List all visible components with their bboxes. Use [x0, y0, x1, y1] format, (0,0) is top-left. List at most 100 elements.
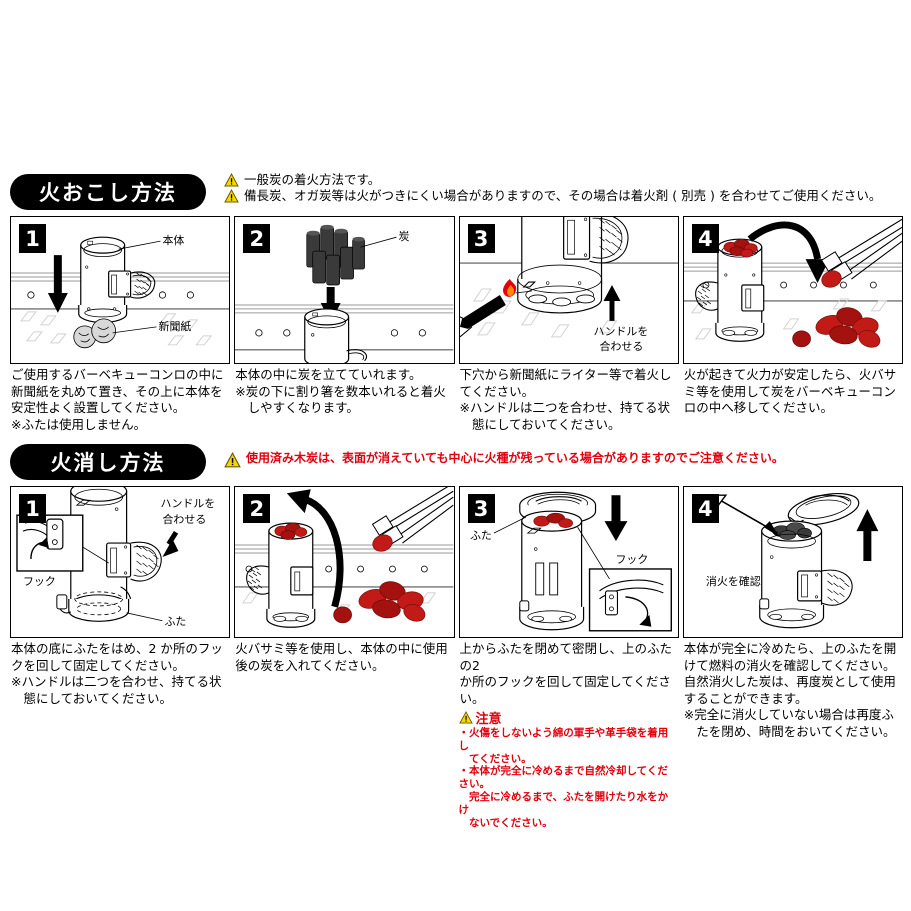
- chimney-on-grill-illustration: 本体 新聞紙: [11, 233, 230, 349]
- section-ignition: 火おこし方法 一般炭の着火方法です。: [10, 172, 901, 214]
- caution-block: 注意 ・火傷をしないよう綿の軍手や革手袋を着用し てください。 ・本体が完全に冷…: [459, 708, 677, 829]
- close-top-lid-illustration: ふた フック: [469, 491, 672, 632]
- step-caption: 本体の底にふたをはめ、2 か所のフッ クを回して固定してください。 ※ハンドルは…: [11, 641, 223, 706]
- note-row: 一般炭の着火方法です。: [224, 172, 901, 188]
- warning-triangle-icon: [458, 711, 473, 724]
- step-card: 3: [458, 486, 679, 829]
- ember-pile: [792, 307, 881, 348]
- label-text: 合わせる: [162, 512, 206, 526]
- step-card: 2: [234, 486, 455, 829]
- ignition-steps-row: 1: [10, 216, 903, 433]
- chimney-body: [518, 510, 584, 631]
- top-lid: [787, 493, 860, 526]
- step-caption: 本体の中に炭を立てていれます。 ※炭の下に割り箸を数本いれると着火 しやすくなり…: [235, 367, 446, 415]
- caution-heading-row: 注意: [458, 708, 677, 727]
- used-coals: [274, 522, 308, 540]
- step-number: 4: [691, 494, 719, 523]
- step-illustration: 2: [234, 216, 455, 364]
- caution-body: ・火傷をしないよう綿の軍手や革手袋を着用し てください。 ・本体が完全に冷めるま…: [458, 727, 669, 829]
- chimney-body: [694, 238, 765, 342]
- label-text: 合わせる: [599, 339, 643, 353]
- warning-triangle-icon: [224, 452, 241, 468]
- chimney-body: [516, 217, 629, 314]
- section-title: 火消し方法: [50, 451, 166, 475]
- step-illustration: 3: [458, 216, 679, 364]
- note-text: 一般炭の着火方法です。: [244, 172, 381, 187]
- note-text: 使用済み木炭は、表面が消えていても中心に火種が残っている場合がありますのでご注意…: [246, 451, 784, 465]
- section-header: 火消し方法 使用済み木炭は、表面が消えていても中心に火種が残っている場合がありま…: [10, 442, 901, 484]
- step-card: 1: [10, 216, 231, 433]
- ember-pile: [333, 581, 426, 624]
- tongs-icon: [372, 487, 454, 552]
- step-number: 3: [467, 224, 495, 253]
- step-number: 1: [19, 494, 46, 523]
- step-caption: 火が起きて火力が安定したら、火バサ ミ等を使用して炭をバーベキューコン ロの中へ…: [683, 367, 897, 415]
- step-card: 1: [10, 486, 231, 829]
- label-text: ハンドルを: [593, 325, 648, 338]
- glowing-coals: [723, 238, 758, 258]
- up-arrow-icon: [603, 285, 620, 321]
- label-text: フック: [23, 575, 56, 588]
- section-title: 火おこし方法: [39, 181, 177, 205]
- step-number: 2: [243, 224, 271, 253]
- warning-triangle-icon: [224, 173, 239, 187]
- warning-triangle-icon: [224, 188, 239, 203]
- step-caption: 下穴から新聞紙にライター等で着火し てください。 ※ハンドルは二つを合わせ、持て…: [459, 367, 672, 432]
- newspaper-balls: [73, 318, 117, 349]
- tongs-icon: [820, 218, 902, 288]
- step-illustration: 3: [458, 486, 679, 638]
- step-illustration: 2: [234, 486, 455, 638]
- label-text: ふた: [164, 615, 186, 628]
- step-illustration: 1: [10, 486, 231, 638]
- section-extinguish: 火消し方法 使用済み木炭は、表面が消えていても中心に火種が残っている場合がありま…: [10, 442, 901, 484]
- chimney-body: [56, 487, 162, 622]
- hook-detail-inset: [588, 568, 672, 632]
- label-text: 新聞紙: [158, 319, 191, 333]
- chimney-body: [304, 308, 368, 363]
- down-arrow-icon: [604, 495, 627, 542]
- section-title-pill: 火おこし方法: [10, 174, 206, 210]
- chimney-body: [78, 236, 156, 323]
- step-illustration: 4: [682, 486, 903, 638]
- note-row: 使用済み木炭は、表面が消えていても中心に火種が残っている場合がありますのでご注意…: [224, 451, 901, 468]
- chimney-body: [246, 522, 316, 628]
- confirm-extinguished-illustration: 消火を確認: [706, 493, 879, 629]
- label-text: フック: [615, 553, 648, 566]
- step-card: 4: [682, 216, 903, 433]
- step-caption: 本体が完全に冷めたら、上のふたを開 けて燃料の消火を確認してください。 自然消火…: [683, 641, 897, 739]
- used-coals: [532, 512, 573, 528]
- step-card: 4: [682, 486, 903, 829]
- note-text: 備長炭、オガ炭等は火がつきにくい場合がありますので、その場合は着火剤 ( 別売 …: [244, 187, 882, 203]
- lighting-bottom-holes-illustration: ハンドルを 合わせる: [459, 217, 678, 353]
- lighter-icon: [459, 279, 516, 338]
- charcoal-loading-illustration: 炭: [235, 224, 454, 363]
- step-illustration: 1: [10, 216, 231, 364]
- section-notes: 一般炭の着火方法です。 備長炭、オガ炭等は火がつきにくい場合がありますので、その…: [224, 172, 901, 203]
- extinguish-steps-row: 1: [10, 486, 903, 829]
- label-text: 炭: [399, 230, 410, 243]
- charcoal-bundle: [306, 224, 366, 286]
- caution-heading: 注意: [475, 712, 502, 727]
- step-caption: 火バサミ等を使用し、本体の中に使用 後の炭を入れてください。: [235, 641, 448, 673]
- transfer-embers-illustration: [683, 218, 902, 348]
- step-number: 2: [243, 494, 271, 523]
- pointer-arrow-icon: [162, 530, 179, 558]
- label-text: ハンドルを: [160, 497, 215, 510]
- step-number: 1: [19, 224, 46, 253]
- step-caption: 上からふたを閉めて密閉し、上のふたの2 か所のフックを回して固定してください。: [459, 641, 673, 706]
- step-number: 4: [691, 224, 719, 253]
- section-title-pill: 火消し方法: [10, 444, 206, 480]
- step-illustration: 4: [682, 216, 903, 364]
- step-caption: ご使用するバーベキューコンロの中に 新聞紙を丸めて置き、その上に本体を 安定性よ…: [11, 367, 224, 432]
- label-text: 本体: [162, 233, 184, 247]
- label-text: ふた: [469, 529, 491, 542]
- down-arrow-icon: [47, 255, 68, 313]
- section-notes: 使用済み木炭は、表面が消えていても中心に火種が残っている場合がありますのでご注意…: [224, 451, 901, 468]
- attach-bottom-lid-illustration: フック ハンドルを 合わせる ふた: [16, 487, 215, 628]
- step-number: 3: [467, 494, 495, 523]
- chimney-body: [758, 520, 853, 629]
- note-row: 備長炭、オガ炭等は火がつきにくい場合がありますので、その場合は着火剤 ( 別売 …: [224, 188, 901, 204]
- step-card: 2: [234, 216, 455, 433]
- label-text: 消火を確認: [706, 574, 761, 588]
